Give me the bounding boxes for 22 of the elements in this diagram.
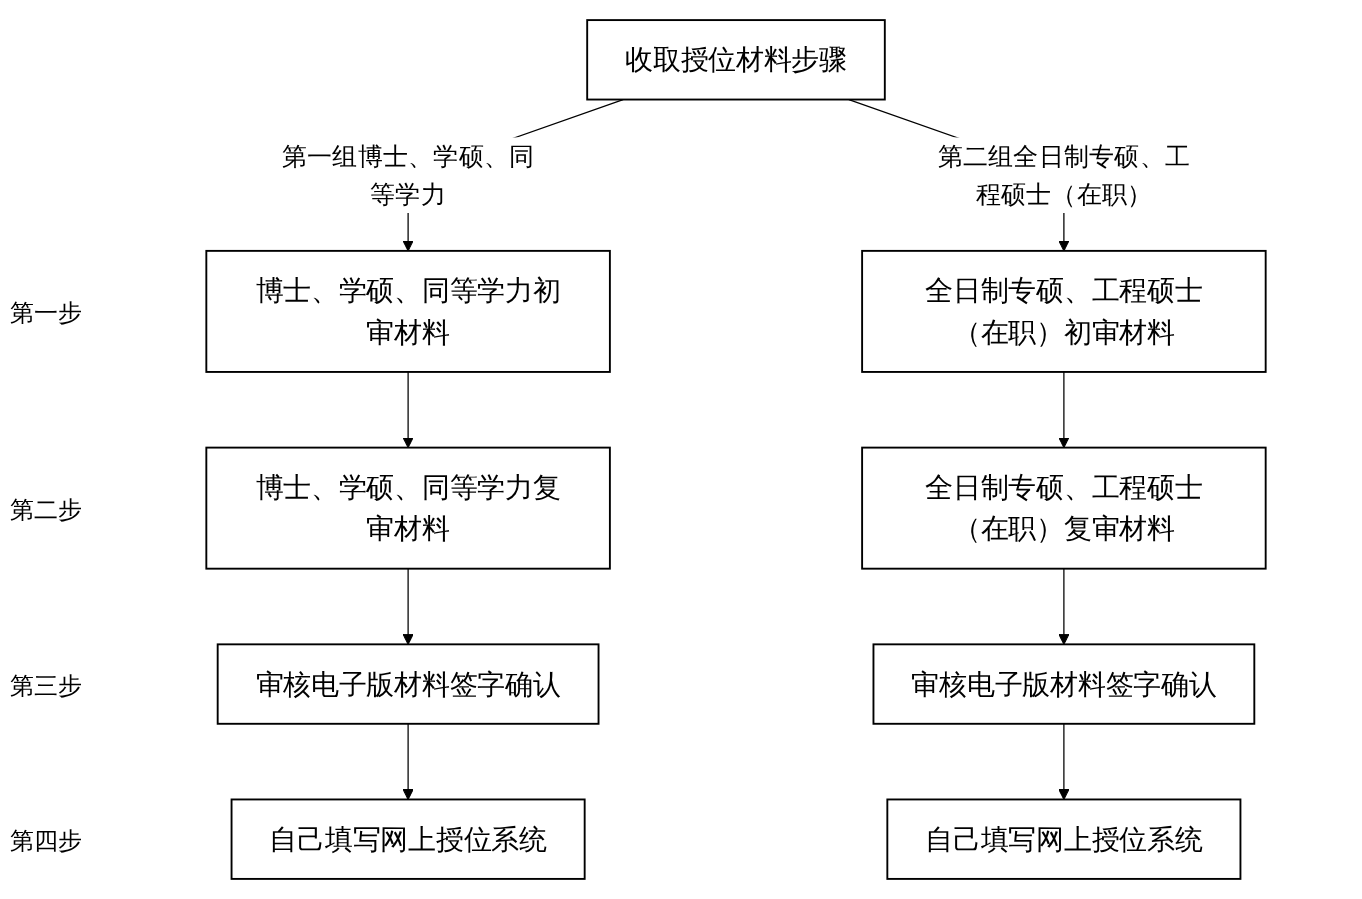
edge-label: 第一组博士、学硕、同等学力	[282, 141, 535, 210]
node-box	[886, 798, 1242, 880]
arrow	[1058, 723, 1070, 800]
node-box	[230, 798, 586, 880]
node-box	[205, 446, 611, 570]
step-label: 第三步	[10, 671, 82, 703]
node-box	[586, 19, 886, 101]
arrow	[1058, 568, 1070, 645]
arrow	[402, 723, 414, 800]
flowchart: 第一组博士、学硕、同等学力 第二组全日制专硕、工程硕士（在职） 收取授位材料步骤 博士、学硕、同等学力初审材料 博士、学硕、同等学力复审材料 审核电子版材料签字确认 自己填写网上授位系统 全日制专硕、工程硕士（在职）初审材料 全日制专硕、工程硕士（在职）复审材料 审核电子版材料签字确认 自己填写网上授位系统	[120, 10, 1352, 889]
node-box	[861, 249, 1267, 373]
step-label: 第四步	[10, 826, 82, 858]
node-box	[205, 249, 611, 373]
edge-label: 第二组全日制专硕、工程硕士（在职）	[937, 141, 1190, 210]
arrow	[402, 568, 414, 645]
arrow	[1058, 371, 1070, 449]
step-label: 第一步	[10, 298, 82, 330]
node-box	[216, 643, 600, 725]
step-label: 第二步	[10, 495, 82, 527]
arrow	[402, 371, 414, 449]
node-box	[861, 446, 1267, 570]
node-box	[872, 643, 1256, 725]
